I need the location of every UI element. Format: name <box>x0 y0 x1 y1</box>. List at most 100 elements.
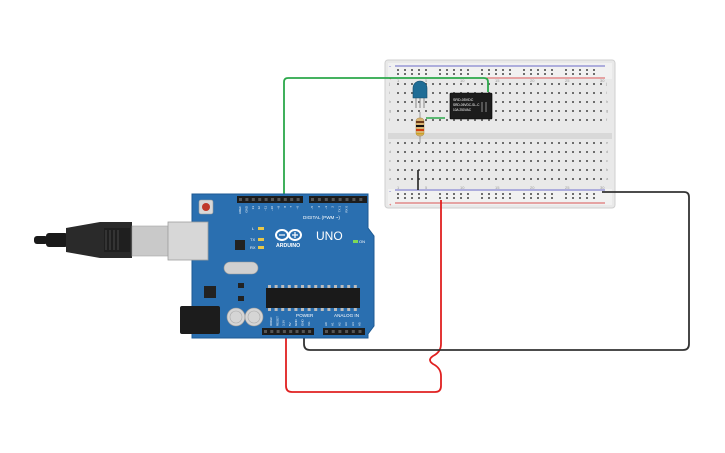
breadboard-hole[interactable] <box>446 119 448 121</box>
breadboard-hole[interactable] <box>404 160 406 162</box>
breadboard-holes[interactable] <box>397 69 602 199</box>
breadboard-hole[interactable] <box>544 83 546 85</box>
breadboard-hole[interactable] <box>544 178 546 180</box>
breadboard-hole[interactable] <box>516 151 518 153</box>
breadboard-hole[interactable] <box>530 110 532 112</box>
breadboard-hole[interactable] <box>600 151 602 153</box>
breadboard-hole[interactable] <box>488 160 490 162</box>
breadboard-rail-hole[interactable] <box>523 73 525 75</box>
breadboard-rail-hole[interactable] <box>579 73 581 75</box>
breadboard-hole[interactable] <box>411 151 413 153</box>
breadboard-hole[interactable] <box>586 119 588 121</box>
breadboard-hole[interactable] <box>411 83 413 85</box>
breadboard-hole[interactable] <box>565 142 567 144</box>
breadboard-hole[interactable] <box>537 160 539 162</box>
breadboard-hole[interactable] <box>537 101 539 103</box>
breadboard-hole[interactable] <box>593 110 595 112</box>
breadboard-rail-hole[interactable] <box>397 69 399 71</box>
header-pin-hole[interactable] <box>289 330 293 333</box>
breadboard-hole[interactable] <box>600 142 602 144</box>
breadboard-hole[interactable] <box>453 142 455 144</box>
breadboard-hole[interactable] <box>544 160 546 162</box>
breadboard-hole[interactable] <box>425 119 427 121</box>
breadboard-hole[interactable] <box>551 151 553 153</box>
breadboard-hole[interactable] <box>397 110 399 112</box>
breadboard-hole[interactable] <box>453 151 455 153</box>
breadboard-rail-hole[interactable] <box>425 193 427 195</box>
breadboard-hole[interactable] <box>474 160 476 162</box>
breadboard-rail-hole[interactable] <box>446 193 448 195</box>
breadboard-hole[interactable] <box>516 119 518 121</box>
breadboard-hole[interactable] <box>558 169 560 171</box>
breadboard-hole[interactable] <box>530 160 532 162</box>
breadboard-hole[interactable] <box>488 151 490 153</box>
breadboard-rail-hole[interactable] <box>593 193 595 195</box>
breadboard-hole[interactable] <box>551 110 553 112</box>
wire-ground-black[interactable] <box>303 191 690 351</box>
breadboard-hole[interactable] <box>558 142 560 144</box>
breadboard-hole[interactable] <box>593 142 595 144</box>
breadboard-hole[interactable] <box>488 119 490 121</box>
breadboard-hole[interactable] <box>509 119 511 121</box>
breadboard-rail-hole[interactable] <box>502 193 504 195</box>
header-pin-hole[interactable] <box>338 198 342 201</box>
breadboard-hole[interactable] <box>495 178 497 180</box>
breadboard-hole[interactable] <box>586 169 588 171</box>
breadboard-rail-hole[interactable] <box>460 73 462 75</box>
breadboard-hole[interactable] <box>481 142 483 144</box>
header-pin-hole[interactable] <box>345 330 349 333</box>
header-pin-hole[interactable] <box>358 330 362 333</box>
breadboard-rail-hole[interactable] <box>537 197 539 199</box>
breadboard-hole[interactable] <box>502 101 504 103</box>
breadboard-hole[interactable] <box>453 178 455 180</box>
breadboard-hole[interactable] <box>439 92 441 94</box>
breadboard-rail-hole[interactable] <box>579 197 581 199</box>
breadboard-hole[interactable] <box>537 110 539 112</box>
header-pin-hole[interactable] <box>311 198 314 201</box>
breadboard-hole[interactable] <box>460 119 462 121</box>
wire-power-red[interactable] <box>285 200 442 393</box>
breadboard-hole[interactable] <box>397 178 399 180</box>
breadboard-hole[interactable] <box>551 142 553 144</box>
header-pin-hole[interactable] <box>264 330 267 333</box>
breadboard-hole[interactable] <box>544 169 546 171</box>
breadboard-hole[interactable] <box>572 83 574 85</box>
breadboard-hole[interactable] <box>397 151 399 153</box>
breadboard-hole[interactable] <box>404 142 406 144</box>
breadboard-hole[interactable] <box>579 101 581 103</box>
breadboard-rail-hole[interactable] <box>572 193 574 195</box>
breadboard-hole[interactable] <box>425 169 427 171</box>
breadboard-hole[interactable] <box>446 101 448 103</box>
breadboard-rail-hole[interactable] <box>488 193 490 195</box>
breadboard-hole[interactable] <box>600 169 602 171</box>
breadboard-rail-hole[interactable] <box>460 193 462 195</box>
breadboard-rail-hole[interactable] <box>467 73 469 75</box>
breadboard-hole[interactable] <box>579 119 581 121</box>
breadboard-rail-hole[interactable] <box>439 197 441 199</box>
header-pin-hole[interactable] <box>345 198 349 201</box>
breadboard-rail-hole[interactable] <box>411 69 413 71</box>
breadboard-hole[interactable] <box>502 83 504 85</box>
breadboard-hole[interactable] <box>516 160 518 162</box>
breadboard-hole[interactable] <box>495 110 497 112</box>
header-pin-hole[interactable] <box>359 198 363 201</box>
resistor[interactable] <box>415 112 425 143</box>
breadboard-hole[interactable] <box>495 169 497 171</box>
breadboard-hole[interactable] <box>502 92 504 94</box>
breadboard-rail-hole[interactable] <box>488 73 490 75</box>
breadboard-hole[interactable] <box>551 101 553 103</box>
breadboard-rail-hole[interactable] <box>418 193 420 195</box>
breadboard-hole[interactable] <box>537 119 539 121</box>
breadboard-rail-hole[interactable] <box>523 193 525 195</box>
breadboard-rail-hole[interactable] <box>460 69 462 71</box>
breadboard-hole[interactable] <box>530 83 532 85</box>
header-pin-hole[interactable] <box>301 330 305 333</box>
breadboard-hole[interactable] <box>460 83 462 85</box>
breadboard-rail-hole[interactable] <box>593 69 595 71</box>
breadboard-hole[interactable] <box>432 178 434 180</box>
header-pin-hole[interactable] <box>258 198 262 201</box>
breadboard-rail-hole[interactable] <box>467 69 469 71</box>
usb-cable[interactable] <box>34 222 169 258</box>
breadboard-hole[interactable] <box>418 160 420 162</box>
